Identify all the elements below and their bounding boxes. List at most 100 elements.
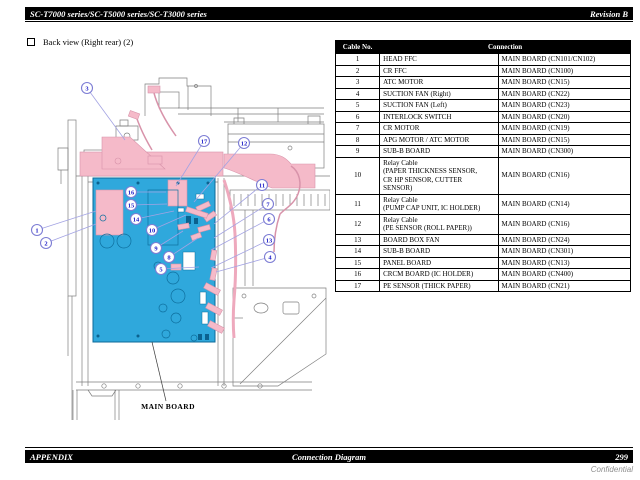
callout-number-13: 13 [266,237,273,244]
page-header-bar: SC-T7000 series/SC-T5000 series/SC-T3000… [25,7,633,20]
callout-circle-7 [261,197,275,211]
callout-number-11: 11 [259,182,265,189]
cell-cable-no: 12 [334,213,381,235]
cell-board: MAIN BOARD (CN15) [497,76,632,89]
cell-device: CR MOTOR [379,122,499,135]
header-series-title: SC-T7000 series/SC-T5000 series/SC-T3000… [30,8,207,19]
callout-circle-10 [145,223,159,237]
callout-leader-1 [36,210,97,231]
cell-device: PANEL BOARD [379,256,499,269]
footer-appendix: APPENDIX [30,451,73,462]
sub-board-area [167,179,188,207]
callout-number-1: 1 [35,227,38,234]
page-footer-bar: APPENDIX Connection Diagram 299 [25,450,633,463]
callout-circle-14 [129,212,143,226]
callout-leader-13 [210,239,270,269]
cell-cable-no: 1 [334,53,381,66]
cell-board: MAIN BOARD (CN22) [497,87,632,100]
callout-circle-4 [263,250,277,264]
cell-device: SUB-B BOARD [379,145,499,158]
callout-leader-7 [213,203,269,239]
callout-leader-12 [193,142,245,203]
callout-number-14: 14 [133,216,140,223]
callout-circle-9 [149,241,163,255]
square-bullet-icon [27,38,35,46]
cell-cable-no: 5 [334,99,381,112]
header-rule [25,21,633,22]
cell-cable-no: 3 [334,76,381,89]
panel-board-area [95,189,124,236]
col-header-cable-no: Cable No. [334,40,381,54]
callout-circle-8 [162,250,176,264]
cell-device: PE SENSOR (THICK PAPER) [379,279,499,292]
cell-device: BOARD BOX FAN [379,233,499,246]
cell-device: APG MOTOR / ATC MOTOR [379,133,499,146]
header-revision: Revision B [589,8,628,19]
main-board-label: MAIN BOARD [141,402,195,411]
callout-number-7: 7 [266,201,270,208]
cell-cable-no: 11 [334,193,381,215]
callout-circle-5 [154,262,168,276]
callout-number-10: 10 [149,227,156,234]
callout-leader-4 [215,256,271,273]
cell-board: MAIN BOARD (CN20) [497,110,632,123]
cell-cable-no: 13 [334,233,381,246]
callout-number-16: 16 [128,189,135,196]
cell-device: Relay Cable (PUMP CAP UNIT, IC HOLDER) [379,193,499,215]
callout-leader-10 [151,214,187,231]
callout-number-3: 3 [85,85,89,92]
callout-circle-16 [124,185,138,199]
cell-device: Relay Cable (PAPER THICKNESS SENSOR, CR … [379,156,499,195]
cell-board: MAIN BOARD (CN23) [497,99,632,112]
callout-number-4: 4 [268,254,272,261]
cell-board: MAIN BOARD (CN21) [497,279,632,292]
cell-board: MAIN BOARD (CN100) [497,64,632,77]
cell-device: CRCM BOARD (IC HOLDER) [379,268,499,281]
cell-cable-no: 4 [334,87,381,100]
callout-number-12: 12 [241,140,248,147]
main-board [92,177,216,343]
callout-number-15: 15 [128,202,135,209]
cell-board: MAIN BOARD (CN300) [497,145,632,158]
cell-board: MAIN BOARD (CN19) [497,122,632,135]
cell-device: SUCTION FAN (Right) [379,87,499,100]
callout-circle-3 [80,81,94,95]
cell-cable-no: 2 [334,64,381,77]
cell-cable-no: 17 [334,279,381,292]
callout-leader-3 [86,87,126,141]
cell-board: MAIN BOARD (CN15) [497,133,632,146]
callout-circle-2 [39,236,53,250]
cell-device: SUB-B BOARD [379,245,499,258]
callout-leader-5 [160,266,200,270]
callout-circle-1 [30,223,44,237]
callout-number-6: 6 [267,216,271,223]
cell-device: INTERLOCK SWITCH [379,110,499,123]
callout-number-17: 17 [201,138,208,145]
cell-board: MAIN BOARD (CN101/CN102) [497,53,632,66]
cell-board: MAIN BOARD (CN301) [497,245,632,258]
cell-device: ATC MOTOR [379,76,499,89]
cell-cable-no: 8 [334,133,381,146]
callout-leader-11 [213,184,263,225]
table-header-row: Cable No. Connection [334,40,631,54]
callout-circle-12 [237,136,251,150]
cell-board: MAIN BOARD (CN16) [497,213,632,235]
